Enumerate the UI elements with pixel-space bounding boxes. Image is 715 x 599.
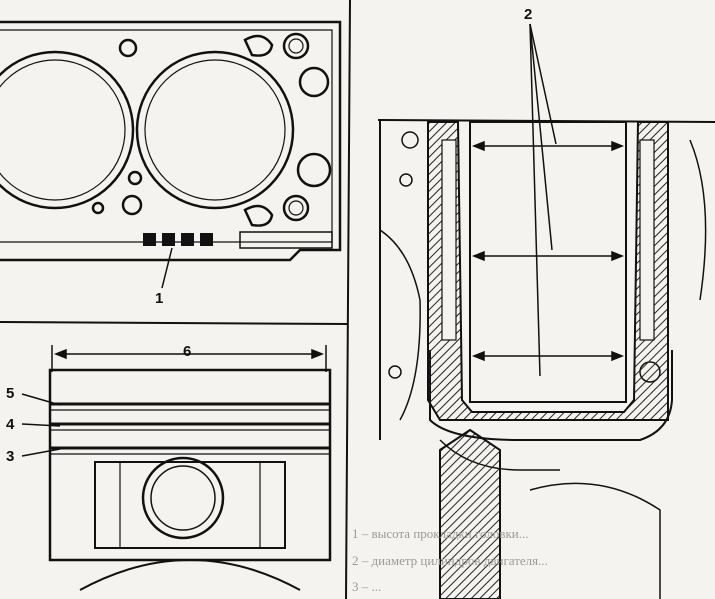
head-gasket-drawing [0, 20, 342, 262]
cylinder-bore-left [0, 50, 135, 210]
piston-pin-bore [141, 456, 225, 540]
caption-line-2: 2 – диаметр цилиндров двигателя... [352, 553, 548, 568]
callout-6: 6 [183, 343, 192, 360]
caption-line-3: 3 – ... [352, 579, 382, 594]
grade-marks [143, 233, 213, 246]
callout-5: 5 [6, 385, 15, 402]
bore-measurement-arrows [471, 23, 625, 377]
leader-1 [161, 247, 173, 289]
piston-drawing [48, 368, 332, 591]
callout-2: 2 [524, 6, 533, 23]
caption-line-1: 1 – высота прокладки головки... [352, 526, 529, 541]
callout-4: 4 [6, 416, 15, 433]
horizontal-divider [0, 321, 349, 325]
callout-3: 3 [6, 448, 15, 465]
dimension-6 [51, 345, 327, 372]
ring-leaders [21, 393, 61, 457]
vertical-divider [345, 0, 351, 599]
callout-1: 1 [155, 290, 164, 307]
cylinder-bore-right [135, 50, 295, 210]
